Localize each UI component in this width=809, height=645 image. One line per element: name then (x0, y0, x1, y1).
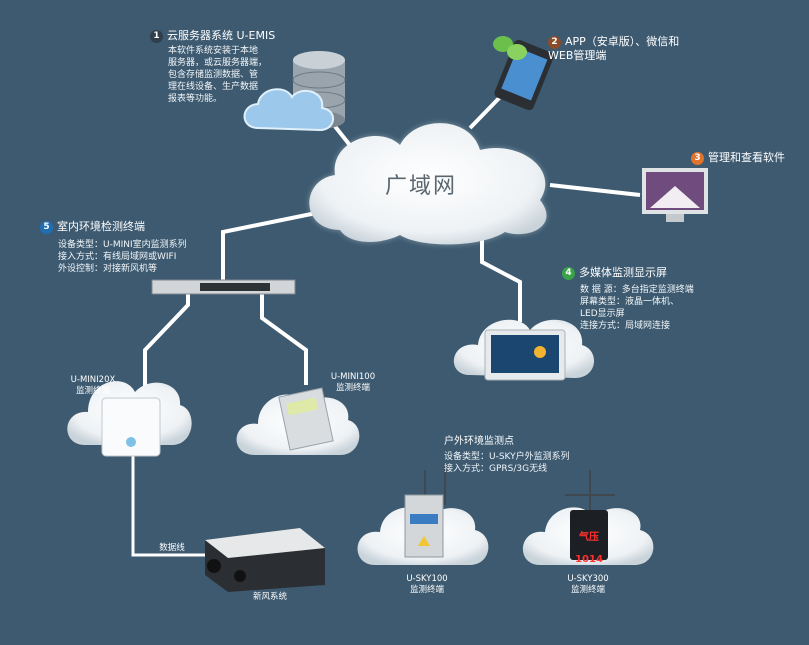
network-switch-icon (151, 279, 296, 295)
display-heading: 4 多媒体监测显示屏 (562, 266, 667, 280)
mini20x-cloud (67, 381, 192, 457)
sky300-caption: U-SKY300 监测终端 (567, 574, 609, 595)
badge-4: 4 (562, 267, 575, 280)
outdoor-description: 设备类型：U-SKY户外监测系列 接入方式：GPRS/3G无线 (444, 452, 570, 474)
data-line-caption: 数据线 (159, 543, 185, 553)
badge-2: 2 (548, 36, 561, 49)
indoor-heading: 5 室内环境检测终端 (40, 220, 145, 234)
fresh-air-caption: 新风系统 (252, 592, 287, 602)
display-title: 多媒体监测显示屏 (579, 266, 667, 279)
indoor-description: 设备类型：U-MINI室内监测系列 接入方式：有线局域网或WIFI 外设控制：对… (58, 240, 187, 274)
display-cloud (453, 319, 595, 381)
cloud-server-heading: 1 云服务器系统 U-EMIS (150, 29, 275, 43)
sky100-caption: U-SKY100 监测终端 (406, 574, 448, 595)
database-server-icon (243, 51, 346, 132)
mini100-cloud (236, 387, 360, 455)
mgmt-title: 管理和查看软件 (708, 151, 785, 164)
app-title: APP（安卓版）、微信和 WEB管理端 (548, 35, 680, 62)
fresh-air-unit-icon (205, 528, 325, 592)
badge-3: 3 (691, 152, 704, 165)
sky300-cloud (522, 470, 654, 565)
display-description: 数 据 源：多台指定监测终端 屏幕类型：液晶一体机、 LED显示屏 连接方式：局… (580, 285, 694, 331)
desktop-monitor-icon (642, 168, 708, 222)
wan-label: 广域网 (385, 174, 458, 199)
indoor-title: 室内环境检测终端 (57, 220, 145, 233)
sky100-cloud (357, 465, 489, 565)
cloud-server-description: 本软件系统安装于本地 服务器，或云服务器端， 包含存储监测数据、管 理在线设备、… (168, 46, 268, 104)
badge-1: 1 (150, 30, 163, 43)
cloud-server-title: 云服务器系统 U-EMIS (167, 29, 276, 42)
mini20x-caption: U-MINI20X 监测终端 (70, 375, 116, 396)
smartphone-app-icon (493, 36, 554, 111)
mini100-caption: U-MINI100 监测终端 (330, 372, 376, 393)
sky300-screen-value: 1014 (575, 554, 603, 565)
wan-cloud (309, 123, 547, 245)
sky300-screen-label: 气压 (579, 532, 599, 543)
badge-5: 5 (40, 221, 53, 234)
sky300-screen: 气压 1014 (571, 521, 607, 576)
outdoor-title: 户外环境监测点 (444, 436, 514, 447)
mgmt-heading: 3 管理和查看软件 (691, 151, 785, 165)
